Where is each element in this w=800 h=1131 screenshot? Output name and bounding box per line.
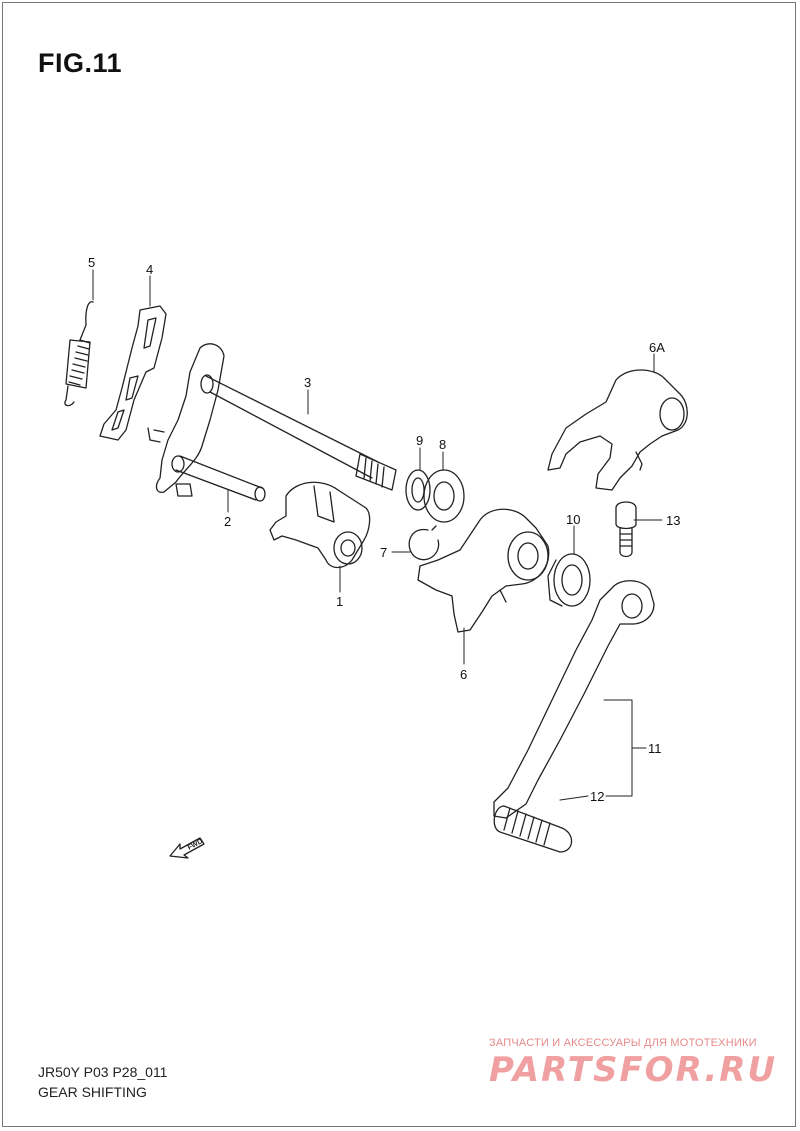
part-7-circlip[interactable] (408, 525, 440, 561)
callout-11[interactable]: 11 (648, 741, 662, 756)
part-6a-fork[interactable] (547, 369, 688, 491)
diagram-code: JR50Y P03 P28_011 (38, 1064, 168, 1080)
callout-12[interactable]: 12 (590, 789, 605, 804)
part-5-spring[interactable] (64, 301, 94, 407)
callout-6a[interactable]: 6A (649, 340, 665, 355)
callout-3[interactable]: 3 (304, 375, 312, 390)
callout-4[interactable]: 4 (146, 262, 154, 277)
watermark-tagline: ЗАПЧАСТИ И АКСЕССУАРЫ ДЛЯ МОТОТЕХНИКИ (489, 1037, 757, 1049)
part-13-bolt[interactable] (615, 501, 637, 558)
part-8-washer[interactable] (423, 469, 465, 523)
part-4-plate[interactable] (99, 305, 167, 441)
callout-13[interactable]: 13 (666, 513, 681, 528)
part-12-grip[interactable] (493, 805, 573, 853)
part-2-pin[interactable] (171, 455, 266, 502)
fwd-direction-arrow: FWD (168, 830, 208, 869)
callout-1[interactable]: 1 (336, 594, 344, 609)
callout-2[interactable]: 2 (224, 514, 232, 529)
part-11-lever[interactable] (493, 580, 655, 819)
part-9-washer[interactable] (405, 469, 431, 511)
fwd-label: FWD (187, 838, 204, 852)
leader-lines (92, 269, 663, 801)
callout-7[interactable]: 7 (380, 545, 388, 560)
callout-9[interactable]: 9 (416, 433, 424, 448)
part-10-bearing[interactable] (547, 553, 591, 607)
figure-title: FIG.11 (38, 48, 123, 78)
part-6-arm[interactable] (417, 508, 550, 633)
callout-10[interactable]: 10 (566, 512, 581, 527)
watermark-brand: PARTSFOR.RU (489, 1050, 778, 1090)
fwd-arrow-icon: FWD (169, 837, 205, 859)
callout-6[interactable]: 6 (460, 667, 468, 682)
part-1-cam[interactable] (269, 481, 371, 569)
part-3-shaft[interactable] (147, 343, 397, 493)
callout-5[interactable]: 5 (88, 255, 96, 270)
diagram-title: GEAR SHIFTING (38, 1084, 147, 1100)
callout-8[interactable]: 8 (439, 437, 447, 452)
